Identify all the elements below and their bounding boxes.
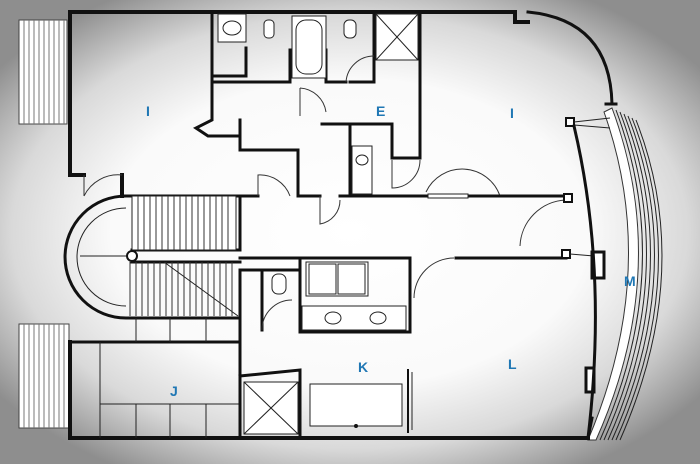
room-label-i-right: I <box>510 105 515 121</box>
room-label-i-left: I <box>146 103 151 119</box>
room-label-j: J <box>170 383 179 399</box>
stairwell <box>63 194 242 320</box>
bath-k-walls <box>238 258 412 342</box>
room-label-e: E <box>376 103 386 119</box>
upper-doors <box>83 55 567 247</box>
room-label-m: M <box>624 273 637 289</box>
corridor-walls <box>238 117 611 440</box>
room-label-k: K <box>358 359 369 375</box>
room-label-l: L <box>508 356 518 372</box>
exterior-walls <box>68 10 618 440</box>
deck-lower-left <box>18 323 70 429</box>
lower-rooms <box>68 316 413 440</box>
deck-upper-left <box>18 19 68 125</box>
upper-bathroom-fixtures <box>217 13 469 199</box>
